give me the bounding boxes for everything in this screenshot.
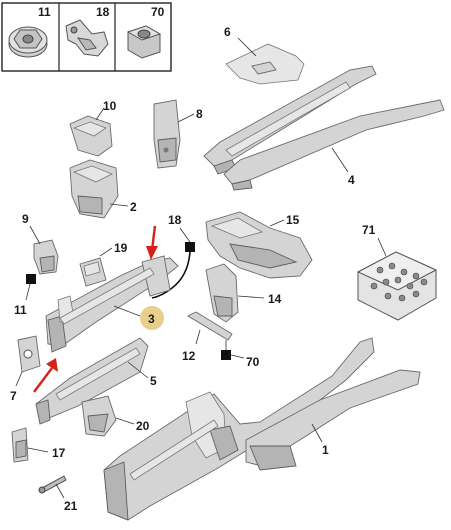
part-1-frame-rail bbox=[103, 337, 421, 521]
part-5-crossmember bbox=[35, 337, 149, 425]
callout-3: 3 bbox=[148, 312, 155, 326]
callout-12: 12 bbox=[182, 349, 196, 363]
callout-14: 14 bbox=[268, 292, 282, 306]
callout-71: 71 bbox=[362, 223, 376, 237]
legend-number-11: 11 bbox=[38, 5, 51, 19]
part-21-pin bbox=[38, 475, 67, 494]
part-10-bracket bbox=[69, 115, 113, 157]
callout-19: 19 bbox=[114, 241, 128, 255]
part-7-plate bbox=[17, 335, 41, 373]
callout-1: 1 bbox=[322, 443, 329, 457]
part-14-bracket bbox=[205, 263, 239, 323]
part-8-bracket bbox=[153, 99, 181, 169]
highlight-marker-3 bbox=[140, 306, 164, 330]
callout-10: 10 bbox=[103, 99, 117, 113]
callout-7: 7 bbox=[10, 389, 17, 403]
part-15-bracket bbox=[205, 211, 313, 279]
callout-70: 70 bbox=[246, 355, 260, 369]
legend-number-18: 18 bbox=[96, 5, 110, 19]
flanged-nut-icon bbox=[8, 26, 48, 58]
callout-8: 8 bbox=[196, 107, 203, 121]
red-arrow-left bbox=[33, 358, 58, 393]
fastener-square-70 bbox=[221, 350, 231, 360]
part-71-fastener-kit bbox=[356, 251, 438, 321]
part-9-bracket bbox=[33, 239, 59, 275]
callout-9: 9 bbox=[22, 212, 29, 226]
callout-18: 18 bbox=[168, 213, 182, 227]
part-2-bracket bbox=[69, 159, 119, 219]
fastener-square-18 bbox=[185, 242, 195, 252]
callout-2: 2 bbox=[130, 200, 137, 214]
fastener-square-11 bbox=[26, 274, 36, 284]
part-12-strip bbox=[187, 311, 233, 341]
callout-15: 15 bbox=[286, 213, 300, 227]
callout-5: 5 bbox=[150, 374, 157, 388]
callout-17: 17 bbox=[52, 446, 66, 460]
callout-4: 4 bbox=[348, 173, 355, 187]
legend-number-70: 70 bbox=[151, 5, 165, 19]
callout-6: 6 bbox=[224, 25, 231, 39]
hex-nut-icon bbox=[126, 25, 162, 59]
part-4-rails bbox=[203, 65, 445, 191]
part-19-bracket bbox=[79, 257, 107, 287]
bracket-clip-icon bbox=[65, 19, 109, 57]
part-6-plate bbox=[225, 43, 305, 85]
part-3-side-member bbox=[45, 255, 179, 353]
part-17-bracket bbox=[11, 427, 29, 463]
callout-21: 21 bbox=[64, 499, 78, 513]
callout-20: 20 bbox=[136, 419, 150, 433]
part-20-bracket bbox=[81, 395, 117, 437]
red-arrow-top bbox=[146, 225, 158, 260]
legend-box: 11 18 70 bbox=[1, 2, 172, 72]
callout-11: 11 bbox=[14, 303, 27, 317]
leader-curve-18 bbox=[151, 251, 191, 299]
